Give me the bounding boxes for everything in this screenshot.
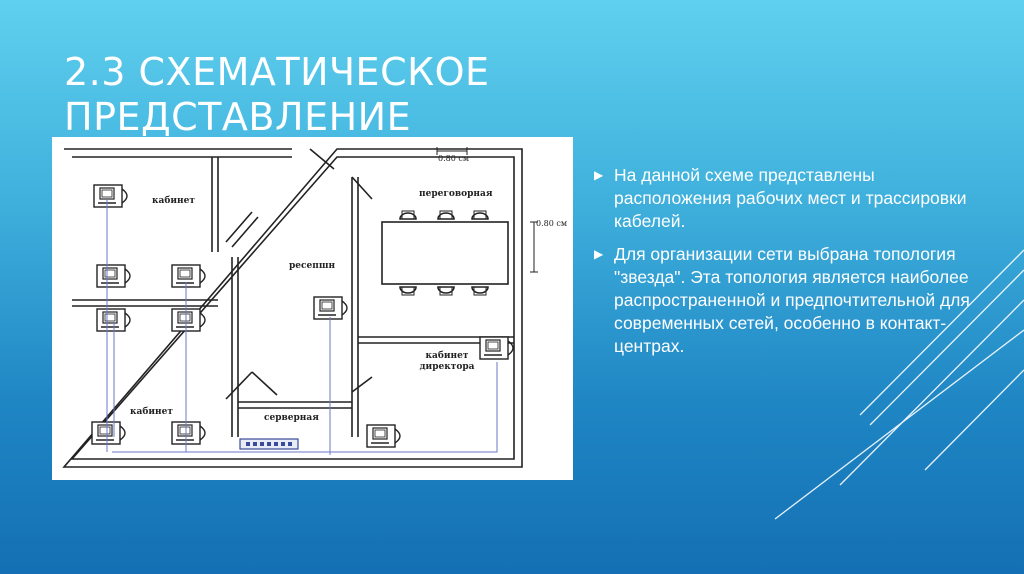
workstation-icon <box>96 264 131 288</box>
label-office-top: кабинет <box>152 196 195 206</box>
workstation-icon <box>171 308 206 332</box>
workstation-icon <box>313 296 348 320</box>
outer-walls <box>62 148 523 468</box>
label-director-office: кабинет директора <box>419 351 475 372</box>
slide-title: 2.3 СХЕМАТИЧЕСКОЕ ПРЕДСТАВЛЕНИЕ <box>64 50 490 139</box>
label-reception: ресепшн <box>289 261 336 271</box>
server-switch <box>239 438 299 450</box>
bullet-arrow-icon: ▶ <box>594 168 604 182</box>
dimension-right-label: 0.80 см <box>536 219 568 228</box>
cable-routes <box>106 199 498 455</box>
label-office-bottom: кабинет <box>130 407 173 417</box>
workstation-icon <box>171 421 206 445</box>
interior-walls <box>72 148 514 437</box>
workstation-icon <box>479 336 514 360</box>
label-server-room: серверная <box>264 413 319 423</box>
dimension-top-label: 0.80 см <box>438 154 470 163</box>
workstation-icon <box>91 421 126 445</box>
bullet-arrow-icon: ▶ <box>594 247 604 261</box>
workstation-icon <box>366 424 401 448</box>
dimension-marks <box>436 147 538 273</box>
bullet-text: На данной схеме представлены расположени… <box>614 165 967 231</box>
label-meeting-room: переговорная <box>419 189 493 199</box>
bullet-item: ▶ На данной схеме представлены расположе… <box>594 164 974 233</box>
bullet-item: ▶ Для организации сети выбрана топология… <box>594 243 974 358</box>
bullet-text: Для организации сети выбрана топология "… <box>614 244 970 356</box>
floor-plan: кабинет переговорная ресепшн кабинет дир… <box>52 137 573 480</box>
meeting-table <box>381 210 509 296</box>
workstation-icon <box>93 184 128 208</box>
bullet-list: ▶ На данной схеме представлены расположе… <box>594 164 974 368</box>
workstation-icon <box>171 264 206 288</box>
floor-plan-drawing <box>62 147 538 468</box>
